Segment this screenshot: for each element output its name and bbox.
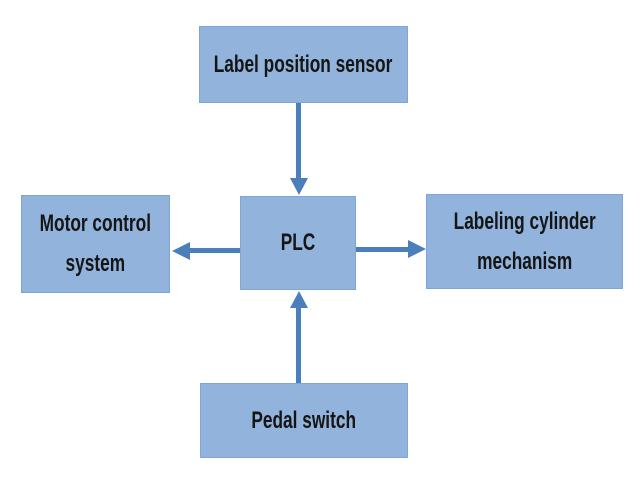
arrow-shaft bbox=[296, 103, 301, 178]
arrow-shaft bbox=[356, 247, 408, 252]
node-label: Labeling cylinder mechanism bbox=[453, 207, 596, 275]
node-pedal-switch: Pedal switch bbox=[200, 383, 408, 458]
arrow-shaft bbox=[296, 308, 301, 383]
arrow-head-up-icon bbox=[290, 291, 308, 308]
node-plc: PLC bbox=[240, 196, 356, 290]
node-labeling-cylinder-mechanism: Labeling cylinder mechanism bbox=[426, 194, 623, 289]
arrow-head-down-icon bbox=[290, 178, 308, 195]
arrow-shaft bbox=[190, 248, 240, 253]
node-label: Label position sensor bbox=[214, 50, 393, 78]
node-motor-control-system: Motor control system bbox=[21, 195, 170, 293]
node-label-position-sensor: Label position sensor bbox=[199, 26, 408, 103]
arrow-head-left-icon bbox=[172, 242, 190, 260]
node-label: PLC bbox=[280, 229, 316, 256]
arrow-head-right-icon bbox=[408, 240, 426, 258]
node-label: Motor control system bbox=[39, 210, 152, 277]
node-label: Pedal switch bbox=[251, 406, 357, 434]
